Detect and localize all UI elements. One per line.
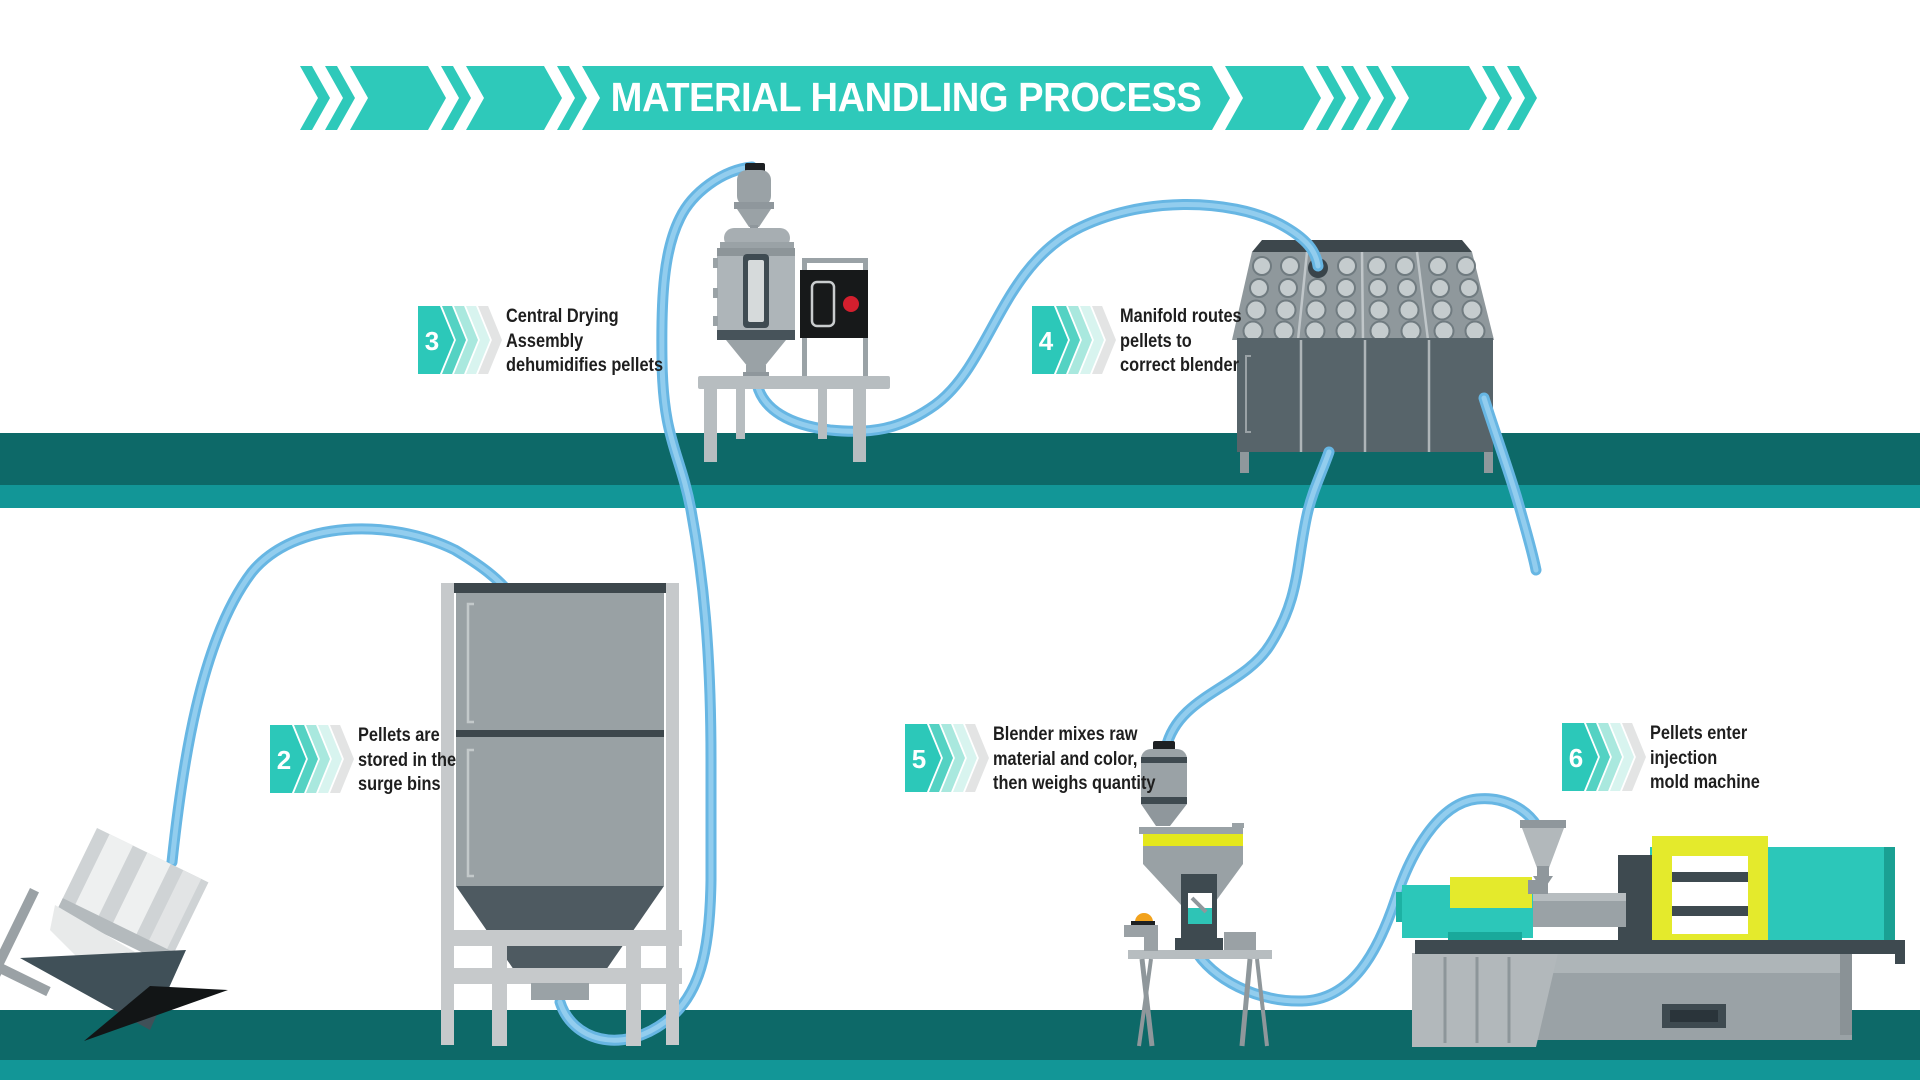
mezzanine-floor xyxy=(0,433,1920,508)
bin-outlet xyxy=(531,983,589,1000)
dump-stand-shadow xyxy=(84,986,228,1041)
dryer-power-button-icon xyxy=(843,296,859,312)
tube-gaylord-to-bin xyxy=(166,523,518,868)
surge-bin-illustration xyxy=(441,583,682,1046)
molder-hopper xyxy=(1520,820,1566,891)
manifold-ports xyxy=(1242,256,1486,342)
blender-alarm-light-icon xyxy=(1135,913,1153,922)
tilted-box xyxy=(56,828,209,966)
step-6-number: 6 xyxy=(1568,743,1584,773)
step-6-badge: 6 xyxy=(1562,723,1646,791)
tube-bin-to-dryer xyxy=(554,161,758,1046)
banner-title: MATERIAL HANDLING PROCESS xyxy=(610,73,1202,120)
step-5-number: 5 xyxy=(911,744,927,774)
manifold-illustration xyxy=(1232,240,1494,473)
blender-illustration xyxy=(1124,741,1272,1047)
banner-chevrons xyxy=(300,66,1537,130)
step-4-badge: 4 xyxy=(1032,306,1116,374)
gaylord-illustration xyxy=(0,828,228,1041)
blender-yellow-band xyxy=(1143,834,1243,846)
step-3-number: 3 xyxy=(424,326,440,356)
step-3-badge: 3 xyxy=(418,306,502,374)
tube-manifold-right-drop xyxy=(1478,392,1542,576)
dryer-inlet-cap xyxy=(745,163,765,172)
tube-manifold-to-blender xyxy=(1160,446,1335,754)
step-4-number: 4 xyxy=(1038,326,1054,356)
tube-dryer-to-manifold xyxy=(751,199,1324,437)
step-5-badge: 5 xyxy=(905,724,989,792)
tube-blender-to-molder xyxy=(1188,793,1543,1007)
dryer-illustration xyxy=(698,163,890,462)
conveying-tubes xyxy=(166,161,1543,1046)
step-2-number: 2 xyxy=(276,745,292,775)
injection-molder-illustration xyxy=(1396,820,1905,1047)
step-2-badge: 2 xyxy=(270,725,354,793)
banner-title-block xyxy=(582,66,1230,130)
